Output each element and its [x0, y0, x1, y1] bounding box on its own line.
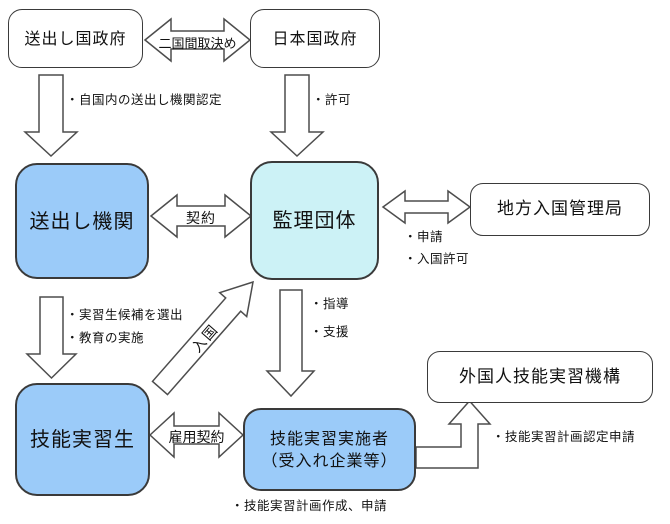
- edge-label-employment-contract: 雇用契約: [168, 430, 225, 446]
- edge-label-bilateral-agreement: 二国間取決め: [158, 37, 237, 52]
- annotation-select-candidates: ・実習生候補を選出: [66, 307, 184, 322]
- annotation-guidance: ・指導: [310, 296, 350, 311]
- node-otit-organization: 外国人技能実習機構: [427, 351, 653, 403]
- node-sending-organization: 送出し機関: [15, 163, 149, 279]
- node-technical-intern-trainee: 技能実習生: [15, 383, 150, 496]
- node-label: 監理団体: [272, 208, 357, 232]
- node-label: 送出し国政府: [24, 28, 127, 48]
- annotation-entry-permission: ・入国許可: [404, 251, 470, 266]
- annotation-permission: ・許可: [312, 92, 352, 107]
- node-supervising-organization: 監理団体: [250, 161, 379, 280]
- node-training-implementer: 技能実習実施者 （受入れ企業等）: [243, 408, 416, 491]
- node-label: 技能実習生: [30, 427, 135, 451]
- diagonal-arrow-entry: [151, 280, 254, 396]
- down-arrow-permission: [269, 74, 325, 158]
- down-arrow-accreditation: [23, 74, 79, 158]
- node-label-line1: 技能実習実施者: [269, 428, 389, 448]
- annotation-plan-certification-application: ・技能実習計画認定申請: [492, 429, 636, 444]
- node-label: 送出し機関: [29, 208, 135, 233]
- node-sending-country-government: 送出し国政府: [8, 9, 143, 68]
- annotation-conduct-education: ・教育の実施: [66, 330, 145, 345]
- elbow-arrow-plan-certification: [415, 399, 492, 469]
- down-arrow-guidance-support: [265, 289, 316, 398]
- double-arrow-application: [381, 189, 472, 225]
- edge-label-contract: 契約: [186, 211, 216, 227]
- annotation-plan-creation-application: ・技能実習計画作成、申請: [231, 498, 388, 513]
- node-label-line2: （受入れ企業等）: [261, 450, 398, 470]
- node-japan-government: 日本国政府: [250, 9, 380, 68]
- node-regional-immigration-bureau: 地方入国管理局: [470, 183, 650, 236]
- annotation-application: ・申請: [404, 229, 444, 244]
- down-arrow-select-educate: [25, 296, 78, 380]
- node-label: 地方入国管理局: [497, 199, 623, 220]
- node-label: 日本国政府: [272, 28, 358, 48]
- annotation-support: ・支援: [310, 324, 350, 339]
- annotation-accredit-sending-org: ・自国内の送出し機関認定: [66, 92, 223, 107]
- node-label: 外国人技能実習機構: [459, 366, 621, 387]
